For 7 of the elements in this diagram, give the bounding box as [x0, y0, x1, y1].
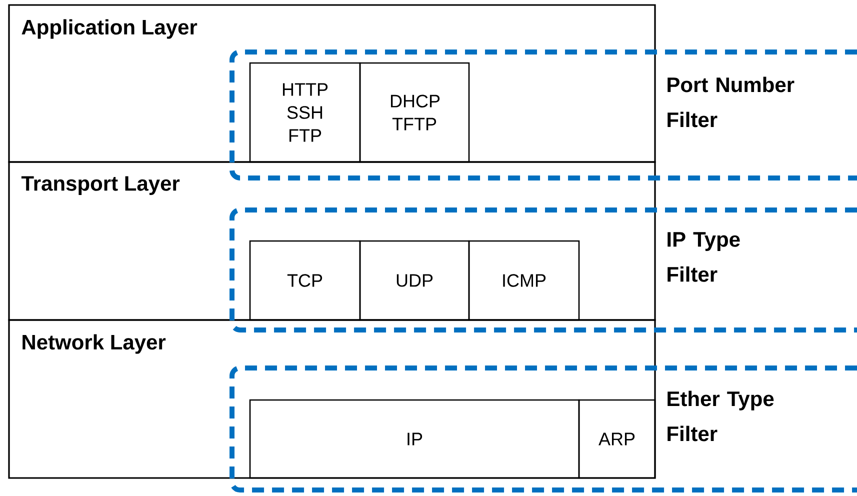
protocol-box: ARP — [578, 399, 656, 479]
protocol-box: IP — [249, 399, 580, 479]
protocol-box: DHCP TFTP — [359, 62, 470, 163]
protocol-box: HTTP SSH FTP — [249, 62, 361, 163]
protocol-box: UDP — [359, 240, 470, 321]
protocol-box: TCP — [249, 240, 361, 321]
protocol-box: ICMP — [468, 240, 580, 321]
